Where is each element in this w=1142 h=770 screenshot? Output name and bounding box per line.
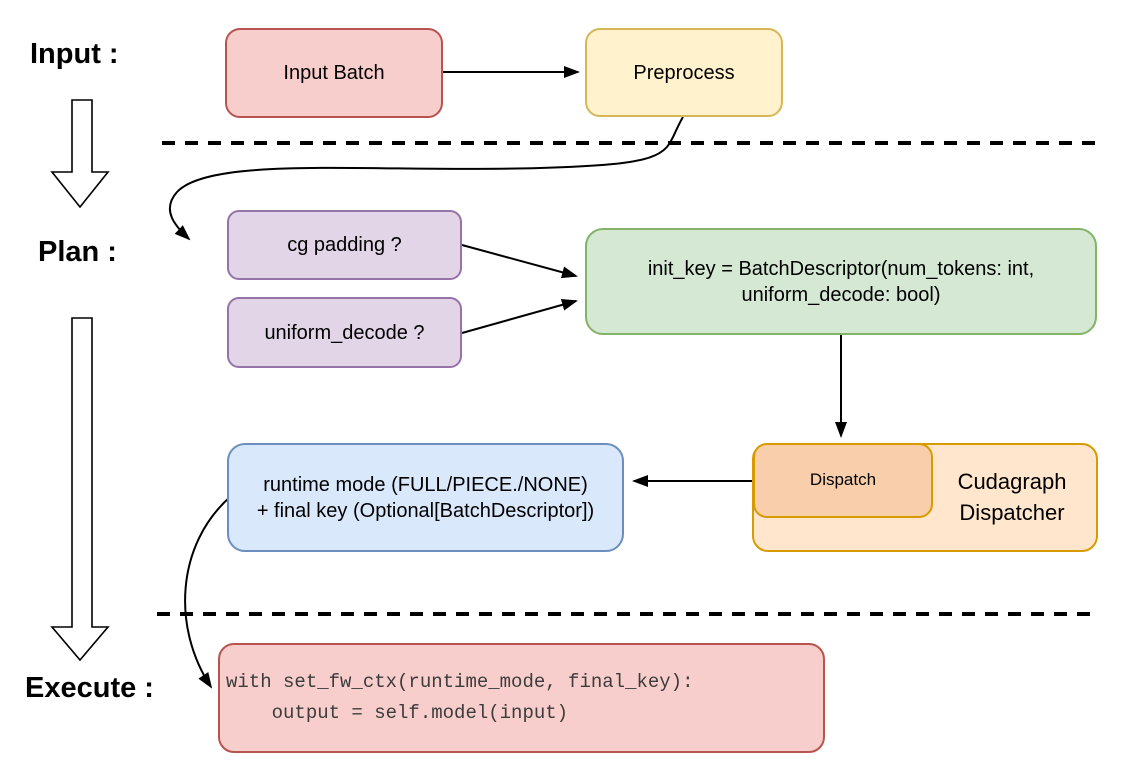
node-runtime-mode-line1: runtime mode (FULL/PIECE./NONE) [263,473,588,496]
node-dispatch: Dispatch [753,443,933,518]
node-runtime-mode-line2: + final key (Optional[BatchDescriptor]) [256,499,595,522]
edge-runtimemode-executecode [184,496,231,689]
node-execute-code-line1: with set_fw_ctx(runtime_mode, final_key)… [226,670,694,693]
node-uniform-decode: uniform_decode ? [227,297,462,368]
edge-cgpadding-initkey [461,244,578,279]
node-execute-code: with set_fw_ctx(runtime_mode, final_key)… [218,643,825,753]
stage-label-execute: Execute : [25,672,154,704]
node-init-key-line2: uniform_decode: bool) [741,283,941,306]
node-cg-padding: cg padding ? [227,210,462,280]
node-uniform-decode-label: uniform_decode ? [264,321,425,344]
node-init-key-line1: init_key = BatchDescriptor(num_tokens: i… [647,257,1035,280]
node-cg-padding-label: cg padding ? [287,234,402,256]
node-preprocess-label: Preprocess [633,61,735,84]
stage-label-plan: Plan : [38,236,117,268]
node-execute-code-line2: output = self.model(input) [226,702,569,724]
node-preprocess: Preprocess [585,28,783,117]
block-arrow-plan-to-execute [50,317,110,662]
stage-label-input: Input : [30,38,119,70]
node-dispatch-label: Dispatch [809,470,877,490]
edge-uniformdecode-initkey [461,299,578,334]
node-cudagraph-dispatcher-line1: Cudagraph [957,468,1067,494]
node-init-key: init_key = BatchDescriptor(num_tokens: i… [585,228,1097,335]
node-cudagraph-dispatcher-line2: Dispatcher [959,499,1065,525]
node-input-batch-label: Input Batch [283,62,385,84]
edge-preprocess-cgpadding [168,116,684,241]
node-input-batch: Input Batch [225,28,443,118]
block-arrow-input-to-plan [50,99,110,209]
node-runtime-mode: runtime mode (FULL/PIECE./NONE) + final … [227,443,624,552]
